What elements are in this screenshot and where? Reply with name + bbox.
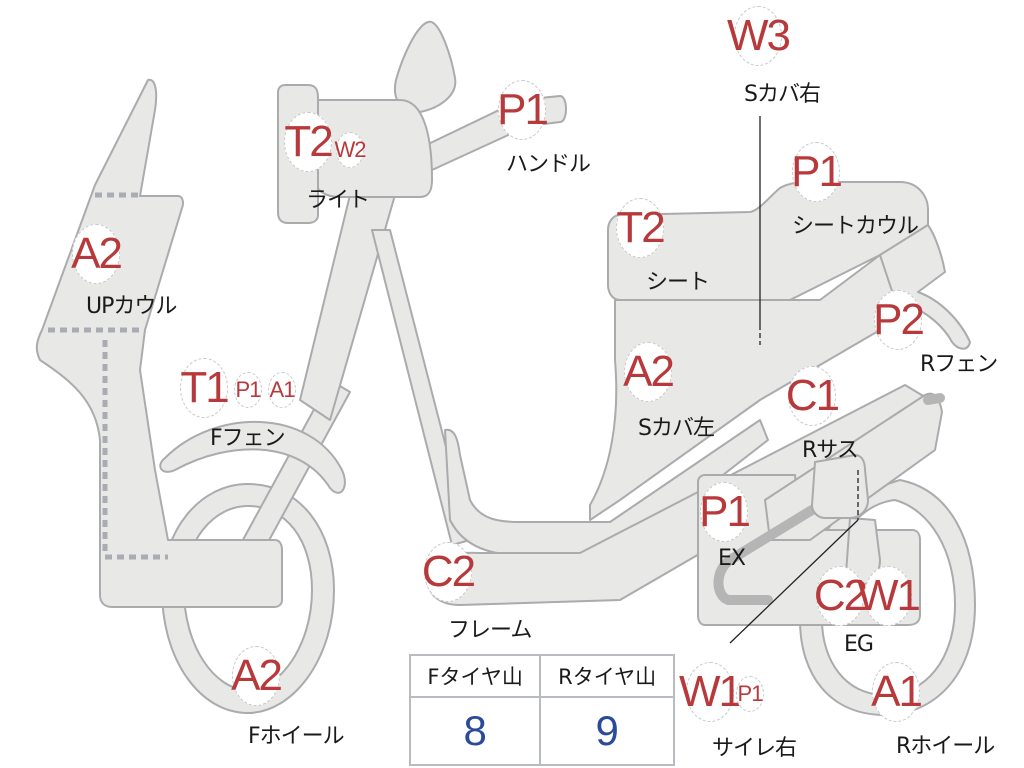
front-fender-shape — [159, 421, 346, 494]
grade-badge-scover-right-0: W3 — [727, 6, 791, 66]
part-label-eg: EG — [844, 632, 874, 657]
part-label-rwheel: Rホイール — [896, 734, 995, 759]
steering-column-shape — [299, 194, 396, 421]
part-label-rsus: Rサス — [802, 438, 859, 463]
grade-badge-seatcowl-0: P1 — [791, 142, 843, 202]
grade-badge-ex-0: P1 — [699, 482, 751, 542]
grade-badge-muffler-1: P1 — [736, 676, 764, 712]
grade-badge-frame-0: C2 — [422, 542, 476, 602]
rear-tread-value: 9 — [539, 696, 675, 766]
muffler-tip-shape — [923, 393, 945, 405]
grade-badge-eg-0: C2 — [814, 566, 868, 626]
grade-badge-eg-1: W1 — [857, 566, 921, 626]
part-label-rfender: Rフェン — [920, 352, 998, 377]
part-label-seat: シート — [646, 270, 710, 295]
grade-badge-upcowl-0: A2 — [71, 224, 123, 284]
part-label-upcowl: UPカウル — [86, 294, 177, 319]
part-label-handle: ハンドル — [506, 152, 591, 177]
rear-tread-header: Rタイヤ山 — [539, 654, 675, 698]
upper-cowl-shape — [35, 78, 283, 608]
grade-badge-fwheel-0: A2 — [231, 646, 283, 706]
grade-badge-light-0: T2 — [284, 112, 334, 172]
grade-badge-handle-0: P1 — [497, 80, 549, 140]
tire-tread-table: Fタイヤ山 Rタイヤ山 8 9 — [408, 654, 675, 766]
part-label-scover-right: Sカバ右 — [744, 82, 821, 107]
grade-badge-muffler-0: W1 — [679, 662, 743, 722]
grade-badge-ffender-2: A1 — [268, 372, 296, 408]
muffler-leader — [729, 519, 859, 644]
grade-badge-scover-left-0: A2 — [623, 342, 675, 402]
grade-badge-ffender-1: P1 — [234, 372, 262, 408]
part-label-ffender: Fフェン — [210, 426, 286, 451]
part-label-frame: フレーム — [448, 618, 532, 643]
headlight-housing-shape — [314, 99, 433, 198]
front-tread-value: 8 — [408, 696, 542, 766]
windshield-shape — [394, 20, 457, 114]
grade-badge-seat-0: T2 — [616, 198, 666, 258]
front-tread-header: Fタイヤ山 — [408, 654, 542, 698]
rear-shock-shape — [811, 454, 869, 519]
grade-badge-ffender-0: T1 — [180, 358, 230, 418]
part-label-muffler: サイレ右 — [712, 736, 797, 761]
seat-cowl-tail-shape — [879, 224, 971, 350]
grade-badge-rwheel-0: A1 — [871, 662, 923, 722]
exhaust-pipe-shape — [713, 505, 817, 605]
part-label-light: ライト — [306, 188, 370, 213]
seat-shape — [607, 180, 929, 301]
part-label-ex: EX — [718, 546, 746, 571]
part-label-seatcowl: シートカウル — [792, 214, 919, 239]
grade-badge-light-1: W2 — [335, 132, 367, 168]
grade-badge-rfender-0: P2 — [873, 290, 925, 350]
part-label-fwheel: Fホイール — [248, 724, 345, 749]
part-label-scover-left: Sカバ左 — [638, 416, 715, 441]
grade-badge-rsus-0: C1 — [786, 366, 840, 426]
